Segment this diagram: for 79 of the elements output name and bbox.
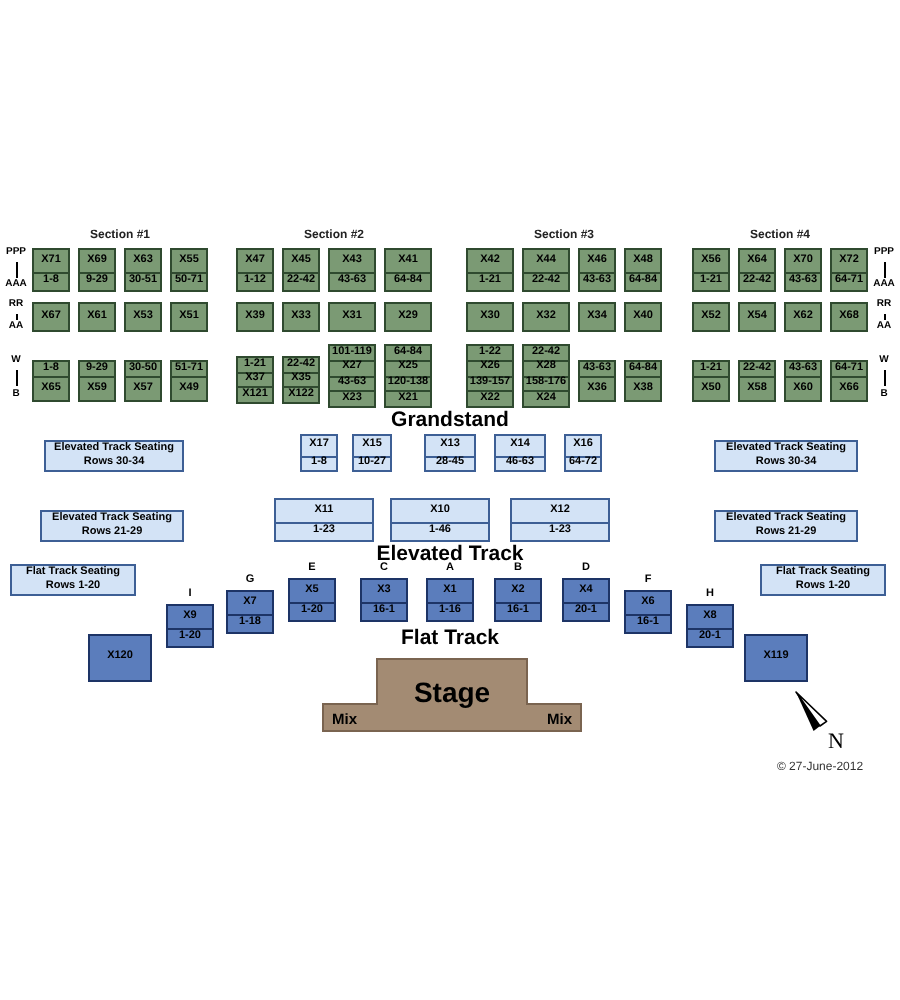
- seating-block: [124, 248, 162, 292]
- seating-block: [236, 356, 274, 404]
- seating-block: [784, 360, 822, 402]
- seating-block: [522, 302, 570, 332]
- seating-block: [32, 360, 70, 402]
- seating-block: [300, 434, 338, 472]
- seating-block: [236, 248, 274, 292]
- seating-block: [328, 344, 376, 408]
- seating-block: [124, 360, 162, 402]
- seating-block: [784, 302, 822, 332]
- seating-block: [424, 434, 476, 472]
- seating-block: [522, 344, 570, 408]
- seating-area-box: [714, 440, 858, 472]
- seating-block: [170, 248, 208, 292]
- seating-block: [624, 248, 662, 292]
- seating-block: [692, 248, 730, 292]
- area-heading: Grandstand: [391, 410, 509, 431]
- seating-block: [624, 360, 662, 402]
- seating-area-box: [714, 510, 858, 542]
- seating-block: [692, 302, 730, 332]
- seating-block: [562, 578, 610, 622]
- seating-block: [624, 302, 662, 332]
- area-heading: Flat Track: [400, 628, 500, 649]
- seating-block: [282, 302, 320, 332]
- seating-block: [384, 344, 432, 408]
- seating-block: [236, 302, 274, 332]
- seating-block: [274, 498, 374, 542]
- seating-block: [830, 360, 868, 402]
- seating-area-box: [10, 564, 136, 596]
- seating-block: [384, 302, 432, 332]
- seating-block: [686, 604, 734, 648]
- seating-block: [466, 302, 514, 332]
- seating-block: [226, 590, 274, 634]
- seating-block: [494, 434, 546, 472]
- seating-block: [78, 360, 116, 402]
- seating-area-box: [40, 510, 184, 542]
- seating-block: [390, 498, 490, 542]
- seating-block: [494, 578, 542, 622]
- seating-block: [328, 302, 376, 332]
- north-label: N: [828, 732, 844, 754]
- seating-block: [564, 434, 602, 472]
- seating-block: [352, 434, 392, 472]
- seating-area-box: [760, 564, 886, 596]
- seating-block: [738, 360, 776, 402]
- seating-block: [578, 302, 616, 332]
- seating-block: [384, 248, 432, 292]
- seating-block: [830, 302, 868, 332]
- seating-block: [578, 248, 616, 292]
- seating-block: [166, 604, 214, 648]
- seating-block: [830, 248, 868, 292]
- area-heading: Elevated Track: [376, 544, 524, 565]
- seating-block: [32, 248, 70, 292]
- seating-block: [522, 248, 570, 292]
- seating-block: [78, 248, 116, 292]
- seating-block: [738, 302, 776, 332]
- seating-block: [328, 248, 376, 292]
- seating-block: [744, 634, 808, 682]
- seating-block: [282, 356, 320, 404]
- seating-block: [170, 302, 208, 332]
- seating-block: [88, 634, 152, 682]
- seating-block: [360, 578, 408, 622]
- seating-block: [578, 360, 616, 402]
- seating-block: [170, 360, 208, 402]
- seating-block: [78, 302, 116, 332]
- seating-block: [692, 360, 730, 402]
- seating-block: [282, 248, 320, 292]
- stage-label: Stage: [413, 678, 491, 706]
- seating-block: [466, 344, 514, 408]
- seating-block: [510, 498, 610, 542]
- seating-area-box: [44, 440, 184, 472]
- seating-block: [466, 248, 514, 292]
- stage-platform: [322, 658, 582, 732]
- seating-block: [624, 590, 672, 634]
- seating-block: [738, 248, 776, 292]
- seating-block: [784, 248, 822, 292]
- seating-block: [124, 302, 162, 332]
- seating-block: [426, 578, 474, 622]
- seating-block: [32, 302, 70, 332]
- seating-block: [288, 578, 336, 622]
